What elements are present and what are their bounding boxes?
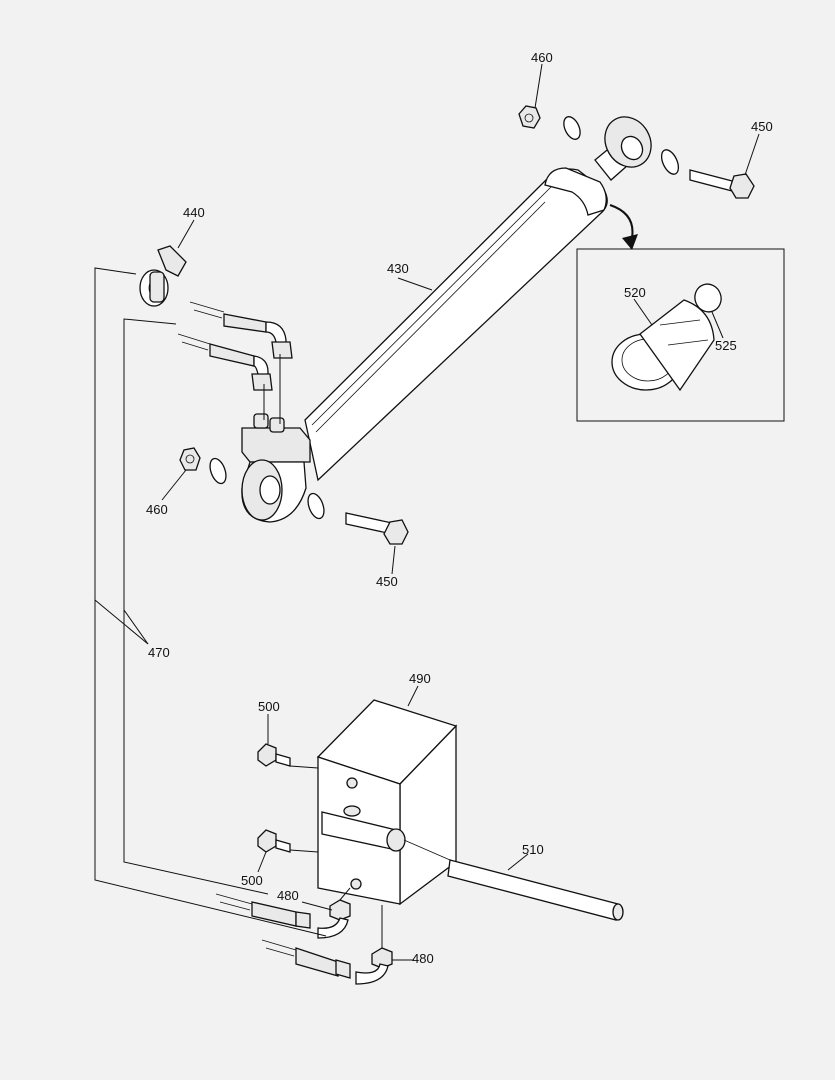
- detail-inset: [576, 204, 785, 422]
- label-490: 490: [409, 671, 431, 686]
- valve-block-490: [316, 699, 458, 906]
- rod-510: [403, 839, 624, 921]
- bolt-450-top: [689, 169, 755, 199]
- routing-lines-470: [94, 267, 383, 948]
- label-460-left: 460: [146, 502, 168, 517]
- part-labels: 460 450 440 430 520 525 460 450 470 490 …: [146, 50, 773, 966]
- bolt-500-top: [257, 743, 291, 767]
- label-440: 440: [183, 205, 205, 220]
- label-510: 510: [522, 842, 544, 857]
- bolt-450-mid: [345, 512, 409, 545]
- label-520: 520: [624, 285, 646, 300]
- hose-lower: [177, 333, 273, 391]
- bolt-500-bottom: [257, 829, 291, 853]
- label-525: 525: [715, 338, 737, 353]
- hose-bottom-lower: [261, 939, 351, 979]
- nut-460-left: [179, 447, 201, 471]
- washer-top-left: [563, 116, 581, 140]
- hose-clamp-440: [139, 245, 187, 307]
- fitting-480-upper: [317, 899, 351, 939]
- label-430: 430: [387, 261, 409, 276]
- washer-mid-right: [307, 492, 325, 520]
- label-450-mid: 450: [376, 574, 398, 589]
- washer-mid-left: [209, 457, 227, 485]
- washer-top-right: [660, 149, 680, 175]
- hydraulic-cylinder: [241, 116, 652, 523]
- leader-lines: [94, 63, 760, 961]
- hose-bottom-upper: [215, 893, 311, 929]
- label-470: 470: [148, 645, 170, 660]
- fitting-480-lower: [355, 947, 393, 985]
- snap-ring-525: [694, 283, 722, 313]
- label-480-upper: 480: [277, 888, 299, 903]
- label-480-lower: 480: [412, 951, 434, 966]
- boot-seal-520: [611, 299, 715, 392]
- hose-upper: [189, 301, 293, 359]
- label-500-bottom: 500: [241, 873, 263, 888]
- nut-460-top: [518, 105, 541, 129]
- label-500-top: 500: [258, 699, 280, 714]
- label-450-top: 450: [751, 119, 773, 134]
- label-460-top: 460: [531, 50, 553, 65]
